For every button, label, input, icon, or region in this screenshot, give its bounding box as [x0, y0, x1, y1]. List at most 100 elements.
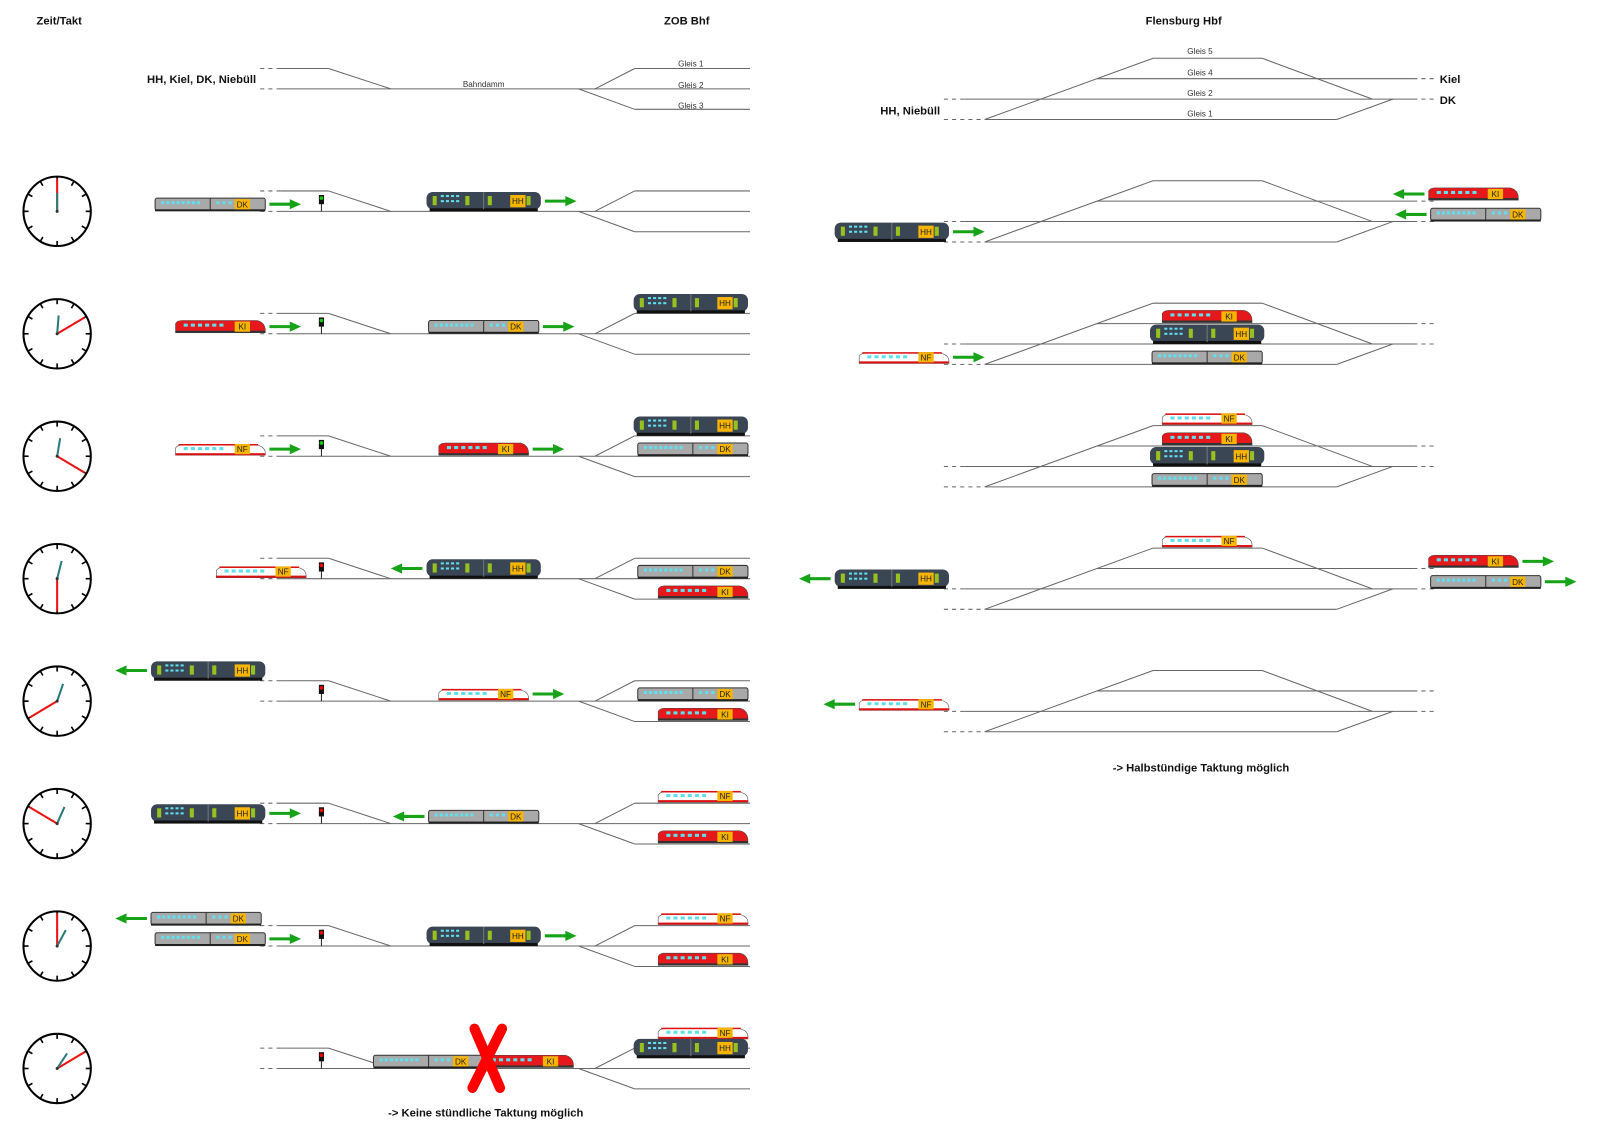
window [1436, 190, 1441, 194]
track-switch [578, 88, 635, 110]
track-switch [594, 1047, 635, 1069]
signal-red-icon [318, 1052, 324, 1069]
window [260, 569, 265, 573]
clock-tick [81, 225, 87, 230]
window [1441, 211, 1445, 215]
window [444, 813, 448, 817]
window [647, 297, 652, 300]
destination-tag [234, 321, 250, 332]
zob-gleis-1-label: Gleis 1 [678, 59, 704, 68]
signal-light [319, 563, 324, 568]
destination-label: DK [719, 568, 731, 577]
flensburg-dk-label: DK [1440, 95, 1456, 107]
clock-tick [70, 359, 75, 365]
window [216, 935, 220, 939]
window [666, 833, 671, 837]
window [461, 446, 466, 450]
destination-tag [234, 444, 250, 455]
track-switch [578, 823, 635, 845]
train-dk: DK [428, 320, 575, 334]
window [228, 935, 232, 939]
window [854, 225, 858, 228]
door [1211, 451, 1216, 461]
track-switch [1336, 98, 1394, 120]
destination-label: KI [721, 710, 729, 719]
window [1169, 455, 1173, 458]
destination-tag [717, 1041, 733, 1055]
window [673, 916, 678, 920]
track-switch [328, 435, 391, 457]
window [1491, 211, 1495, 215]
train-bogies [837, 585, 946, 589]
window [177, 915, 181, 919]
window [171, 201, 175, 205]
window [187, 915, 191, 919]
destination-label: DK [237, 935, 249, 944]
window [446, 691, 452, 696]
floor-stripe [1162, 422, 1253, 425]
destination-label: KI [547, 1057, 555, 1066]
arrow-left-icon [392, 811, 425, 822]
clock-tick [27, 225, 33, 230]
window [1436, 578, 1440, 582]
window [1467, 578, 1471, 582]
destination-tag [1221, 311, 1237, 322]
window [520, 1058, 525, 1062]
floor-stripe [658, 922, 748, 925]
window [848, 572, 853, 575]
clock-tick [81, 715, 87, 720]
window [848, 225, 853, 228]
window [489, 323, 493, 327]
window [1158, 354, 1162, 358]
window [410, 1058, 414, 1062]
train-ki: KI [1161, 432, 1253, 446]
window [664, 568, 668, 572]
window [190, 323, 195, 327]
window [170, 812, 174, 815]
window [1497, 578, 1502, 582]
clock-center [55, 332, 59, 336]
flensburg-gleis-5-label: Gleis 5 [1187, 47, 1213, 56]
train-bogies [175, 330, 266, 333]
minute-hand [29, 700, 58, 719]
window [864, 225, 868, 228]
clock-icon [22, 298, 92, 370]
window [687, 833, 692, 837]
window [440, 195, 444, 198]
train-hh: HH [426, 926, 577, 947]
door [1211, 328, 1216, 338]
window [1168, 354, 1172, 358]
train-nf: NF [175, 444, 302, 456]
track-switch [594, 925, 635, 947]
track-switch [594, 190, 635, 212]
door [526, 930, 531, 940]
window [1213, 354, 1217, 358]
destination-tag [1510, 576, 1526, 587]
track-switch [578, 1068, 635, 1090]
clock-tick [27, 470, 33, 475]
window [664, 446, 668, 450]
blocked-cross-icon [467, 1023, 508, 1093]
window [903, 702, 908, 706]
window [212, 915, 216, 919]
window [222, 935, 226, 939]
track-switch [594, 435, 635, 457]
minute-hand [56, 455, 86, 474]
door [672, 298, 677, 308]
roof-stripe [219, 566, 299, 568]
window [450, 813, 454, 817]
window [495, 813, 499, 817]
window [502, 813, 506, 817]
window [1213, 476, 1217, 480]
destination-label: NF [720, 1029, 731, 1038]
window [680, 916, 685, 920]
train-bogies [1428, 198, 1519, 201]
clock-tick [27, 592, 33, 597]
window [253, 569, 258, 573]
window [687, 588, 692, 592]
destination-label: KI [1492, 557, 1500, 566]
window [1467, 211, 1471, 215]
window [451, 200, 455, 203]
